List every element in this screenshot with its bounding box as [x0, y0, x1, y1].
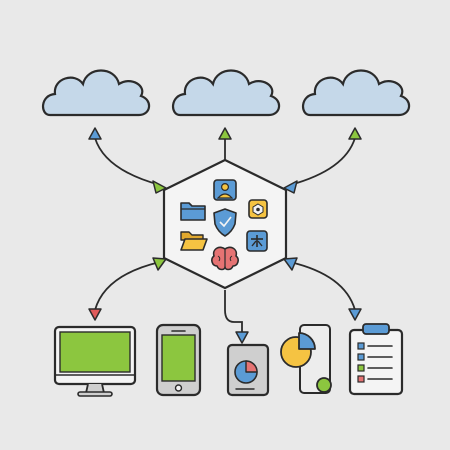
connector-hub-monitor [94, 261, 161, 311]
connector-hub-clipboard [289, 261, 356, 311]
arrowhead-monitor-icon [88, 308, 102, 321]
desktop-monitor [53, 325, 137, 397]
arrowhead-hub-left-bottom-icon [152, 257, 167, 271]
connector-hub-pie-document [224, 290, 243, 340]
cloud-center-icon [171, 69, 281, 117]
cloud-right-icon [301, 69, 411, 117]
pie-chart-document [226, 343, 270, 397]
central-hub [162, 158, 288, 290]
report-pie-chart-icon [280, 324, 332, 394]
clipboard-checklist-icon [348, 323, 404, 396]
connector-hub-cloud-right [289, 137, 356, 186]
connector-hub-cloud-left [94, 137, 161, 186]
arrowhead-cloud-center-icon [218, 127, 232, 140]
tools-icon [246, 230, 268, 252]
document-pie-chart-icon [226, 343, 270, 397]
user-profile-icon [213, 179, 237, 201]
brain-icon [211, 246, 239, 271]
folder-icon [180, 202, 206, 221]
smartphone [155, 323, 202, 397]
arrowhead-cloud-right-icon [348, 127, 362, 140]
open-folder-icon [180, 231, 208, 251]
arrowhead-pie-document-icon [235, 331, 249, 344]
arrowhead-hub-left-top-icon [152, 180, 167, 194]
arrowhead-clipboard-icon [348, 308, 362, 321]
arrowhead-hub-right-bottom-icon [283, 257, 298, 271]
monitor-icon [53, 325, 137, 397]
pie-chart-report [280, 324, 332, 394]
shield-icon [213, 208, 237, 237]
clipboard-checklist [348, 323, 404, 396]
arrowhead-cloud-left-icon [88, 127, 102, 140]
cloud-left-icon [41, 69, 151, 117]
settings-chip-icon [248, 199, 268, 219]
smartphone-icon [155, 323, 202, 397]
arrowhead-hub-right-top-icon [283, 180, 298, 194]
